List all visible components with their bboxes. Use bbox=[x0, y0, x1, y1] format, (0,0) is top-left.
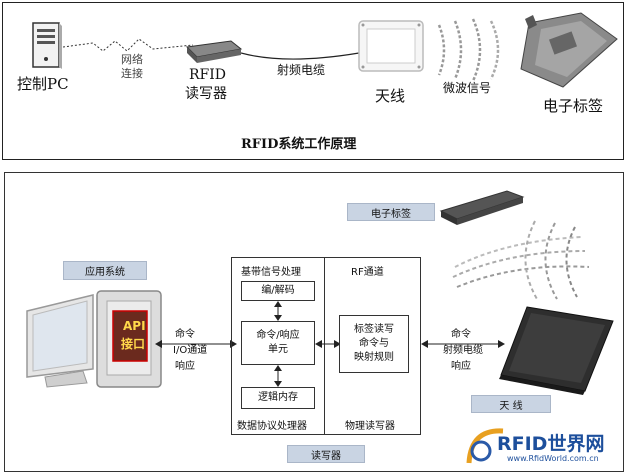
antenna-panel-icon bbox=[358, 20, 424, 72]
tag-rules-text-3: 映射规则 bbox=[354, 352, 394, 363]
top-panel: 控制PC 网络 连接 RFID 读写器 射频电缆 天线 微波信号 电子标签 bbox=[2, 2, 624, 160]
cmd-resp-text-2: 单元 bbox=[268, 344, 288, 355]
rfid-world-logo: RFID世界网 www.RfidWorld.com.cn bbox=[463, 423, 623, 469]
rf-channel-title: RF通道 bbox=[351, 267, 384, 278]
data-protocol-label: 数据协议处理器 bbox=[237, 421, 307, 432]
tag-card-icon bbox=[520, 12, 618, 88]
network-label-1: 网络 bbox=[121, 53, 143, 66]
api-label-1: API bbox=[123, 319, 146, 333]
reader-label-2: 读写器 bbox=[185, 86, 227, 102]
tag-rules-text-1: 标签读写 bbox=[354, 324, 394, 335]
cmd-resp-box: 命令/响应 单元 bbox=[241, 321, 315, 365]
api-label-2: 接口 bbox=[121, 337, 146, 351]
rf-double-arrow bbox=[421, 340, 505, 348]
physical-reader-label: 物理读写器 bbox=[345, 421, 395, 432]
codec-box: 编/解码 bbox=[241, 281, 315, 301]
logic-memory-box: 逻辑内存 bbox=[241, 387, 315, 409]
logo-swoosh-icon bbox=[466, 428, 504, 464]
app-system-label: 应用系统 bbox=[63, 261, 147, 280]
antenna-label-bottom: 天 线 bbox=[471, 395, 551, 413]
reader-bottom-label: 读写器 bbox=[287, 445, 365, 463]
antenna-label: 天线 bbox=[375, 87, 406, 105]
resp-left-label: 响应 bbox=[175, 361, 195, 372]
cmd-right-label: 命令 bbox=[451, 329, 471, 340]
inner-double-arrow bbox=[315, 340, 341, 348]
block-divider bbox=[324, 257, 325, 435]
rf-cable-line bbox=[241, 52, 360, 60]
antenna-device-icon bbox=[499, 306, 614, 395]
codec-arrow bbox=[274, 301, 282, 321]
reader-device-icon bbox=[185, 40, 243, 63]
bottom-panel: 应用系统 API 接口 命令 I/O通道 响应 基带信号处理 编/解码 命令/响… bbox=[4, 172, 624, 472]
radio-waves bbox=[452, 220, 590, 300]
pc-tower-icon bbox=[32, 22, 62, 69]
computer-monitor-icon bbox=[26, 290, 162, 388]
reader-main-block bbox=[231, 257, 421, 435]
network-label-2: 连接 bbox=[121, 67, 143, 80]
logo-url-text: www.RfidWorld.com.cn bbox=[507, 454, 599, 463]
baseband-title: 基带信号处理 bbox=[241, 267, 301, 278]
cmd-resp-text-1: 命令/响应 bbox=[256, 330, 300, 341]
io-double-arrow bbox=[155, 340, 237, 348]
logo-main-text: RFID世界网 bbox=[497, 433, 605, 455]
tag-rules-text-2: 命令与 bbox=[359, 338, 389, 349]
microwave-waves bbox=[437, 18, 500, 82]
reader-label-1: RFID bbox=[189, 67, 227, 83]
network-link bbox=[63, 38, 193, 52]
pc-label: 控制PC bbox=[17, 75, 69, 93]
resp-right-label: 响应 bbox=[451, 361, 471, 372]
tag-label: 电子标签 bbox=[543, 97, 604, 115]
cable-label: 射频电缆 bbox=[277, 63, 326, 77]
rf-cable-label: 射频电缆 bbox=[443, 345, 483, 356]
memory-arrow bbox=[274, 365, 282, 387]
io-channel-label: I/O通道 bbox=[173, 345, 208, 356]
etag-label: 电子标签 bbox=[347, 203, 435, 221]
top-caption: RFID系统工作原理 bbox=[241, 137, 357, 152]
tag-rules-box: 标签读写 命令与 映射规则 bbox=[339, 315, 409, 373]
cmd-left-label: 命令 bbox=[175, 329, 195, 340]
etag-device-icon bbox=[439, 190, 525, 225]
microwave-label: 微波信号 bbox=[443, 81, 492, 95]
